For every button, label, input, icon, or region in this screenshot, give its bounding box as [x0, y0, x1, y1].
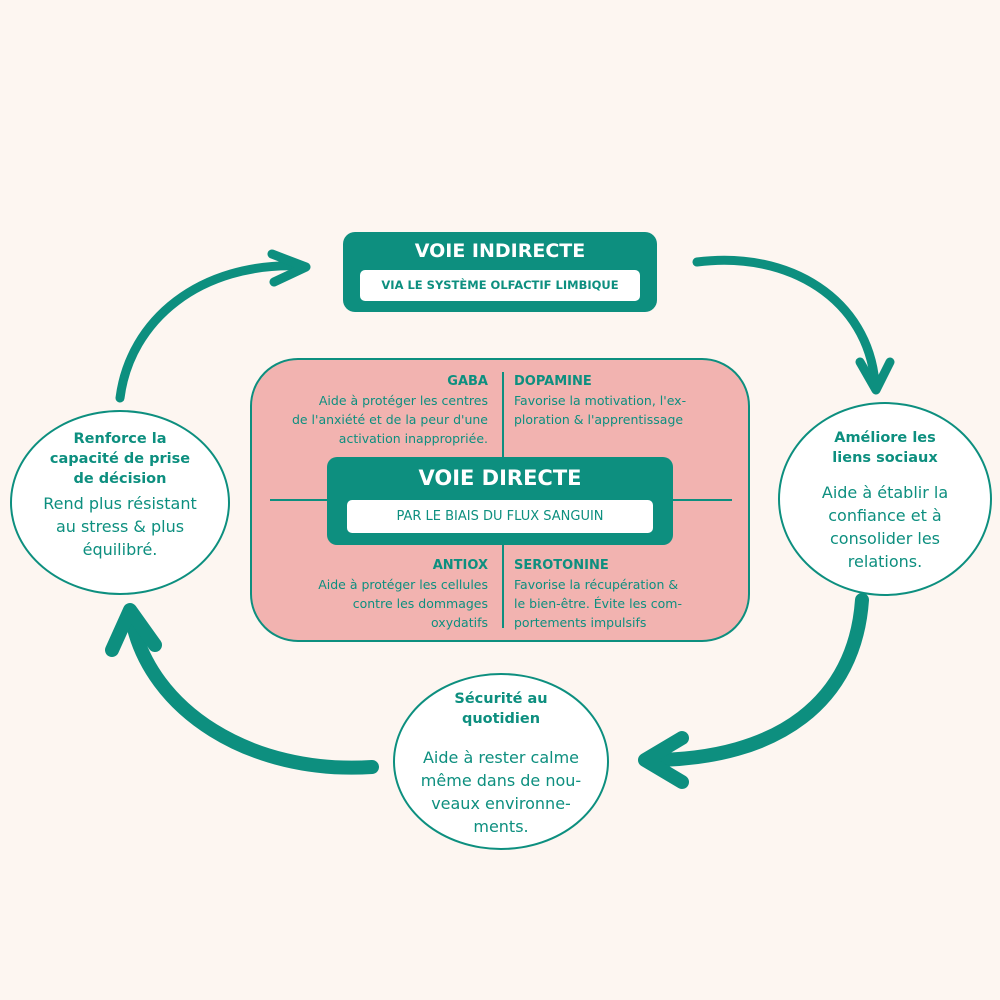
security-desc-line: Aide à rester calme	[422, 748, 580, 767]
social-desc-line: confiance et à	[828, 506, 942, 525]
decision-desc-line: Rend plus résistant	[43, 494, 197, 513]
gaba-title: GABA	[447, 374, 488, 389]
serotonine-line: le bien-être. Évite les com-	[514, 596, 682, 611]
quadrant-gaba: GABA Aide à protéger les centres de l'an…	[256, 372, 488, 448]
social-desc-line: consolider les	[829, 529, 941, 548]
decision-desc-line: équilibré.	[82, 540, 158, 559]
arrowhead-bottom-to-left	[105, 603, 162, 657]
circle-social: Améliore les liens sociaux Aide à établi…	[778, 402, 992, 596]
indirect-pathway-box: VOIE INDIRECTE VIA LE SYSTÈME OLFACTIF L…	[343, 232, 657, 312]
quadrant-serotonine: SEROTONINE Favorise la récupération & le…	[514, 556, 744, 632]
gaba-line: de l'anxiété et de la peur d'une	[291, 412, 488, 427]
quadrant-dopamine: DOPAMINE Favorise la motivation, l'ex- p…	[514, 372, 744, 429]
antiox-title: ANTIOX	[432, 558, 488, 573]
indirect-subtitle: VIA LE SYSTÈME OLFACTIF LIMBIQUE	[360, 270, 640, 301]
arrow-left-to-indirect	[115, 261, 305, 403]
antiox-line: Aide à protéger les cellules	[318, 577, 488, 592]
dopamine-line: ploration & l'apprentissage	[514, 412, 684, 427]
security-title-line: quotidien	[461, 711, 541, 727]
gaba-line: activation inappropriée.	[338, 431, 488, 446]
social-title-line: liens sociaux	[832, 450, 938, 466]
antiox-line: oxydatifs	[431, 615, 488, 630]
decision-title-line: capacité de prise	[49, 451, 191, 467]
security-title-line: Sécurité au	[454, 691, 548, 707]
arrowhead-left-to-indirect	[267, 249, 311, 287]
direct-title: VOIE DIRECTE	[418, 466, 582, 490]
direct-subtitle: PAR LE BIAIS DU FLUX SANGUIN	[347, 500, 653, 533]
decision-title-line: Renforce la	[73, 431, 167, 447]
arrowhead-right-to-bottom	[638, 731, 689, 789]
security-desc-line: même dans de nou-	[420, 771, 582, 790]
gaba-line: Aide à protéger les centres	[318, 393, 488, 408]
arrowhead-indirect-to-right	[855, 357, 895, 395]
social-desc-line: relations.	[847, 552, 923, 571]
social-title-line: Améliore les	[834, 430, 936, 446]
quadrant-antiox: ANTIOX Aide à protéger les cellules cont…	[256, 556, 488, 632]
decision-title-line: de décision	[73, 471, 167, 487]
dopamine-title: DOPAMINE	[514, 374, 592, 389]
security-desc-line: veaux environne-	[431, 794, 571, 813]
arrow-indirect-to-right	[692, 255, 880, 388]
serotonine-title: SEROTONINE	[514, 558, 609, 573]
dopamine-line: Favorise la motivation, l'ex-	[514, 393, 687, 408]
circle-security: Sécurité au quotidien Aide à rester calm…	[393, 673, 609, 850]
arrow-right-to-bottom	[643, 593, 869, 767]
serotonine-line: portements impulsifs	[514, 615, 647, 630]
security-desc-line: ments.	[473, 817, 529, 836]
circle-decision: Renforce la capacité de prise de décisio…	[10, 410, 230, 595]
decision-desc-line: au stress & plus	[55, 517, 185, 536]
arrow-bottom-to-left	[125, 613, 379, 775]
indirect-title: VOIE INDIRECTE	[414, 240, 586, 262]
serotonine-line: Favorise la récupération &	[514, 577, 679, 592]
social-desc-line: Aide à établir la	[821, 483, 949, 502]
direct-pathway-box: VOIE DIRECTE PAR LE BIAIS DU FLUX SANGUI…	[327, 457, 673, 545]
antiox-line: contre les dommages	[352, 596, 488, 611]
